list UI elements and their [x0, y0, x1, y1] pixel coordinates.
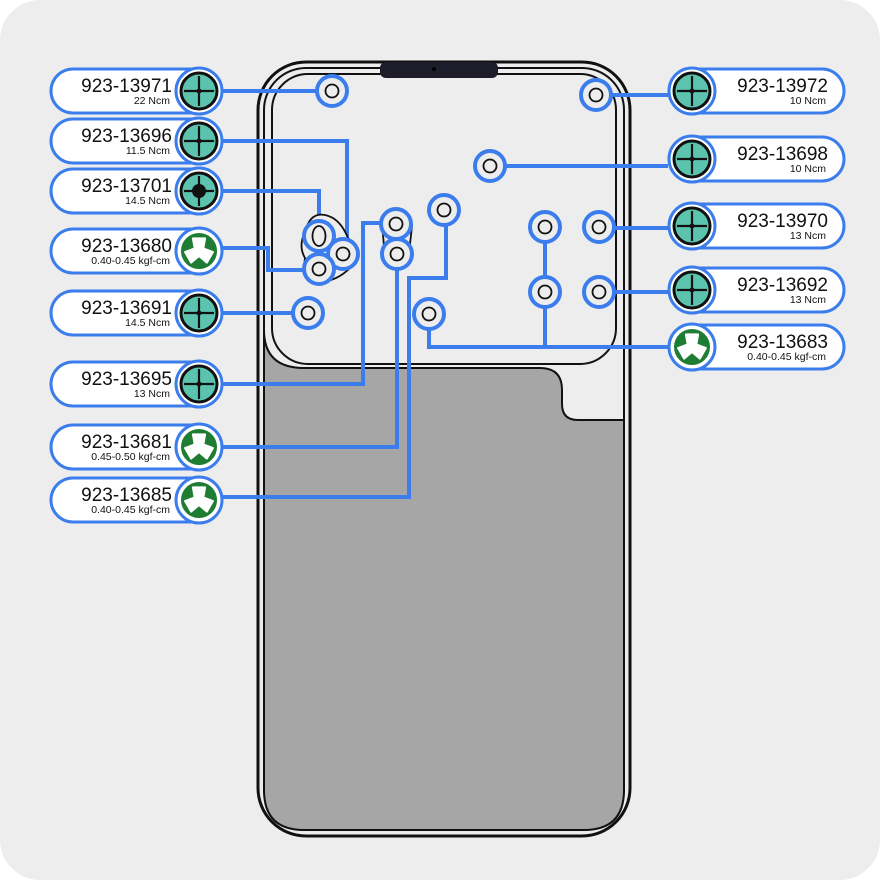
torque-spec: 0.40-0.45 kgf-cm — [91, 504, 170, 516]
hole-13681[interactable] — [380, 237, 414, 271]
torque-spec: 13 Ncm — [790, 230, 826, 242]
leader-13696 — [222, 139, 349, 253]
leader-13681 — [222, 255, 399, 449]
phillips-screw-icon — [174, 288, 224, 338]
phillips-screw-icon — [174, 66, 224, 116]
part-number: 923-13692 — [737, 275, 828, 296]
part-number: 923-13970 — [737, 211, 828, 232]
hole-13696[interactable] — [326, 237, 360, 271]
tri-point-screw-icon — [174, 475, 224, 525]
part-number: 923-13691 — [81, 298, 172, 319]
part-number: 923-13701 — [81, 176, 172, 197]
part-number: 923-13685 — [81, 485, 172, 506]
hole-13685[interactable] — [427, 193, 461, 227]
leader-lines — [222, 89, 668, 499]
hole-13695[interactable] — [379, 207, 413, 241]
hole-13692[interactable] — [582, 275, 616, 309]
torque-spec: 10 Ncm — [790, 163, 826, 175]
hole-13972[interactable] — [579, 78, 613, 112]
tri-point-screw-icon — [174, 422, 224, 472]
part-number: 923-13698 — [737, 144, 828, 165]
part-number: 923-13972 — [737, 76, 828, 97]
torque-spec: 0.40-0.45 kgf-cm — [91, 255, 170, 267]
torque-spec: 22 Ncm — [134, 95, 170, 107]
phillips-screw-icon — [667, 201, 717, 251]
torque-spec: 10 Ncm — [790, 95, 826, 107]
hole-13691[interactable] — [291, 296, 325, 330]
phillips-screw-icon — [174, 116, 224, 166]
part-number: 923-13696 — [81, 126, 172, 147]
torque-spec: 14.5 Ncm — [125, 317, 170, 329]
hole-13683-a[interactable] — [412, 297, 446, 331]
phillips-screw-icon — [174, 359, 224, 409]
part-number: 923-13971 — [81, 76, 172, 97]
screw-holes — [291, 74, 616, 331]
torque-spec: 0.45-0.50 kgf-cm — [91, 451, 170, 463]
hole-13701[interactable] — [302, 219, 336, 253]
leader-13680 — [222, 246, 319, 272]
torque-spec: 0.40-0.45 kgf-cm — [747, 351, 826, 363]
front-camera-dot — [432, 67, 436, 71]
hole-13683-b[interactable] — [528, 210, 562, 244]
phillips-screw-icon — [667, 265, 717, 315]
part-number: 923-13683 — [737, 332, 828, 353]
part-number: 923-13695 — [81, 369, 172, 390]
standoff-screw-icon — [174, 166, 224, 216]
part-number: 923-13681 — [81, 432, 172, 453]
hole-13698[interactable] — [473, 149, 507, 183]
torque-spec: 13 Ncm — [134, 388, 170, 400]
torque-spec: 14.5 Ncm — [125, 195, 170, 207]
hole-13970[interactable] — [582, 210, 616, 244]
hole-13680[interactable] — [302, 252, 336, 286]
tri-point-screw-icon — [667, 322, 717, 372]
battery-area — [263, 329, 625, 831]
torque-spec: 13 Ncm — [790, 294, 826, 306]
phillips-screw-icon — [667, 66, 717, 116]
sensor-notch — [380, 62, 498, 78]
leader-13685 — [222, 211, 448, 499]
hole-13971[interactable] — [315, 74, 349, 108]
tri-point-screw-icon — [174, 226, 224, 276]
phillips-screw-icon — [667, 134, 717, 184]
torque-spec: 11.5 Ncm — [126, 145, 170, 157]
part-number: 923-13680 — [81, 236, 172, 257]
hole-13683-c[interactable] — [528, 275, 562, 309]
